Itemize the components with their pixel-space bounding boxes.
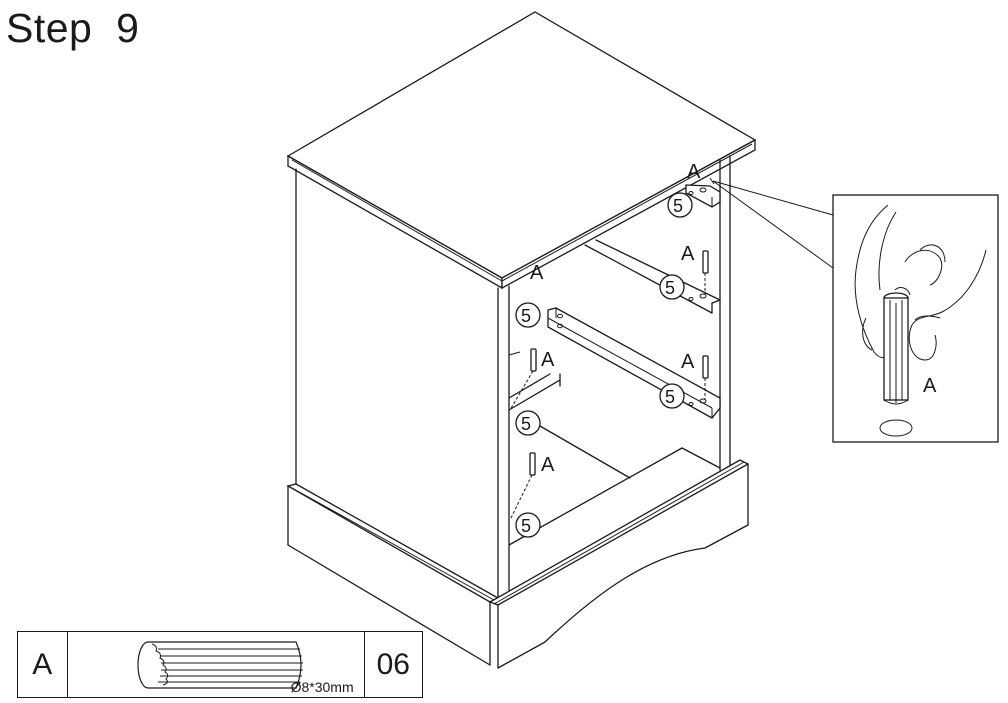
dowel-top-front-label: A (530, 262, 544, 284)
part-quantity: 06 (376, 647, 410, 681)
svg-text:5: 5 (673, 196, 683, 216)
callout-5-top-right: 5 (667, 192, 693, 218)
bottom-shelf (508, 425, 721, 546)
part-image-cell: Ø8*30mm (68, 632, 365, 697)
svg-text:A: A (541, 349, 555, 371)
svg-text:A: A (681, 243, 695, 265)
left-side-panel (295, 168, 510, 601)
svg-text:A: A (687, 161, 701, 183)
svg-text:A: A (681, 351, 695, 373)
callout-5-lower-right: 5 (659, 383, 685, 409)
dowel-left-lower: A (509, 452, 555, 521)
callout-5-left-3: 5 (515, 512, 541, 538)
dowel-hole (879, 419, 913, 437)
dowel-top-right: A (687, 161, 715, 185)
hand-illustration (854, 204, 987, 361)
svg-text:A: A (541, 454, 555, 476)
step-title: Step 9 (6, 5, 140, 51)
callout-5-left-2: 5 (515, 410, 541, 436)
rail-number-callouts: 5 5 5 5 5 5 (515, 192, 693, 538)
right-rear-post (719, 155, 731, 471)
rail-top-right (685, 184, 721, 208)
dowel-left-upper: A (509, 348, 555, 411)
rail-short-left (508, 351, 561, 411)
detail-callout: A (712, 180, 999, 443)
dowel-group: A A A A A A (509, 161, 715, 521)
base-plinth (286, 459, 750, 669)
dowel-middle-right: A (681, 243, 709, 294)
rail-middle-back (584, 239, 721, 314)
detail-dowel-label: A (923, 375, 937, 397)
dowel-lower-right: A (681, 351, 709, 399)
part-id: A (18, 632, 68, 697)
svg-text:5: 5 (521, 414, 531, 434)
top-panel (286, 11, 757, 290)
svg-text:5: 5 (521, 516, 531, 536)
callout-5-middle-right: 5 (659, 274, 685, 300)
dowel-in-hand (883, 292, 909, 405)
parts-table: A Ø8*30mm 06 (17, 631, 423, 698)
svg-text:5: 5 (521, 306, 531, 326)
part-dimension: Ø8*30mm (290, 679, 354, 695)
svg-text:5: 5 (665, 278, 675, 298)
svg-text:5: 5 (665, 387, 675, 407)
wooden-dowel-icon (137, 641, 303, 689)
svg-text:A: A (530, 262, 544, 284)
callout-5-left-1: 5 (515, 302, 541, 328)
